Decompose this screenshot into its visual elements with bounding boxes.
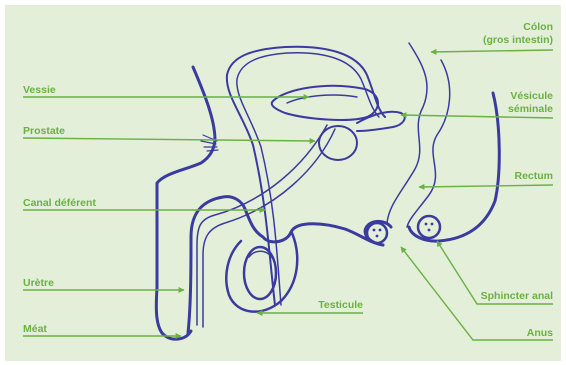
label-uretre: Urètre [23, 277, 54, 289]
label-meat: Méat [23, 323, 47, 335]
vas-deferens [227, 47, 385, 305]
label-colon-sub: (gros intestin) [483, 34, 553, 46]
urethra-bottom [203, 129, 335, 327]
rectum-outline [407, 60, 450, 227]
label-rectum: Rectum [514, 170, 553, 182]
label-vessie: Vessie [23, 84, 56, 96]
leader-vesicule [401, 115, 553, 118]
label-testicule: Testicule [318, 299, 363, 311]
label-prostate: Prostate [23, 125, 65, 137]
vas-deferens-inner [237, 53, 379, 305]
anal-sphincter-left [367, 223, 387, 243]
label-canal: Canal déférent [23, 197, 96, 209]
leader-colon [431, 50, 553, 52]
label-colon: Cólon [523, 21, 553, 33]
leader-prostate [23, 138, 315, 141]
bladder-inner [287, 95, 357, 103]
diagram-frame: Cólon (gros intestin) Vessie Vésicule sé… [5, 5, 561, 361]
colon-outline [387, 43, 427, 223]
seminal-vesicle [357, 112, 405, 131]
anal-sphincter-right [418, 216, 440, 238]
leader-rectum [419, 185, 553, 187]
label-vesicule-sub: séminale [508, 103, 553, 115]
label-sphincter: Sphincter anal [481, 290, 553, 302]
male-anatomy-diagram: Cólon (gros intestin) Vessie Vésicule sé… [5, 5, 561, 361]
label-vesicule: Vésicule [510, 90, 553, 102]
label-anus: Anus [527, 327, 553, 339]
prostate [319, 126, 357, 160]
